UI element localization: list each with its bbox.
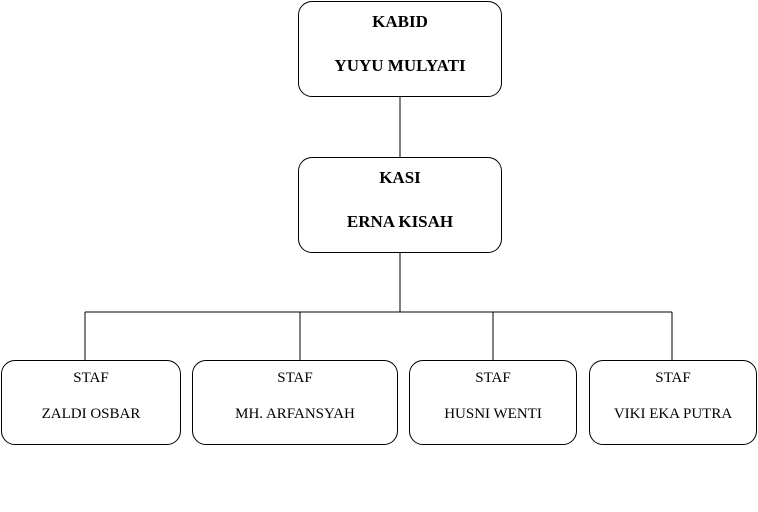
org-node-kasi: KASI ERNA KISAH (298, 157, 502, 253)
node-role: KASI (379, 168, 421, 187)
org-node-staf: STAF MH. ARFANSYAH (192, 360, 398, 445)
node-role: STAF (475, 370, 511, 386)
node-person-name: HUSNI WENTI (444, 406, 542, 422)
node-person-name: ERNA KISAH (346, 212, 454, 231)
org-node-staf: STAF HUSNI WENTI (409, 360, 577, 445)
org-node-staf: STAF ZALDI OSBAR (1, 360, 181, 445)
node-role: STAF (655, 370, 691, 386)
org-node-kabid: KABID YUYU MULYATI (298, 1, 502, 97)
node-role: STAF (277, 370, 313, 386)
node-role: STAF (73, 370, 109, 386)
node-person-name: MH. ARFANSYAH (235, 406, 355, 422)
node-role: KABID (372, 12, 428, 31)
node-person-name: VIKI EKA PUTRA (613, 406, 733, 422)
node-person-name: ZALDI OSBAR (41, 406, 141, 422)
node-person-name: YUYU MULYATI (334, 56, 466, 75)
org-node-staf: STAF VIKI EKA PUTRA (589, 360, 757, 445)
